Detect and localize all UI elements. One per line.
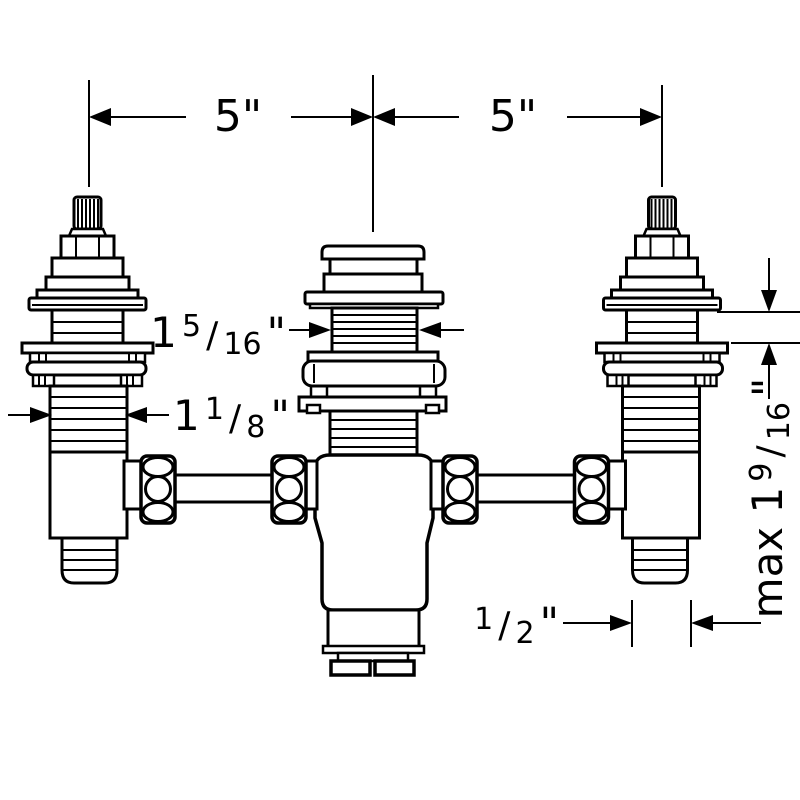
dim-max-thickness: max 1 9 / 16 " (717, 258, 800, 618)
dim-spout-shank: 1 5 / 16 " (150, 308, 464, 362)
dim-label-valve-shank: 1 1 / 8 " (173, 391, 290, 445)
bottom-plate-right (373, 659, 416, 677)
right-valve (572, 195, 730, 585)
arrowhead (610, 615, 632, 631)
arrowhead (373, 108, 395, 126)
dim-spread: 5" 5" (88, 75, 663, 232)
dim-label-spout-shank: 1 5 / 16 " (150, 308, 286, 362)
body-bottom-neck (336, 651, 410, 663)
body-lower-section (326, 608, 421, 650)
arrowhead (761, 290, 777, 312)
spout-step (322, 272, 424, 294)
center-spout-shank (270, 244, 479, 677)
arrowhead (89, 108, 111, 126)
right-supply-pipe (476, 473, 575, 504)
spout-top-cap (320, 244, 426, 261)
arrowhead (125, 407, 147, 423)
neck-threads (330, 419, 417, 448)
left-supply-pipe (175, 473, 272, 504)
spout-stem-threads (332, 314, 417, 344)
spout-legs (309, 386, 438, 397)
spout-neck (328, 257, 419, 276)
arrowhead (761, 343, 777, 365)
dim-label-spread-left: 5" (214, 91, 262, 142)
arrowhead (309, 322, 331, 338)
left-valve (20, 195, 177, 585)
body-threaded-neck (328, 409, 419, 457)
arrowhead (419, 322, 441, 338)
arrowhead (351, 108, 373, 126)
dim-valve-shank: 1 1 / 8 " (8, 391, 290, 445)
spout-collar (301, 359, 447, 388)
dim-label-max-thickness: max 1 9 / 16 " (743, 378, 797, 619)
arrowhead (691, 615, 713, 631)
mixer-body (313, 453, 435, 612)
arrowhead (30, 407, 52, 423)
bottom-plate-left (329, 659, 372, 677)
dim-label-outlet: 1 / 2 " (474, 598, 559, 651)
dim-label-spread-right: 5" (489, 91, 537, 142)
arrowhead (640, 108, 662, 126)
dim-outlet: 1 / 2 " (474, 598, 761, 651)
spout-flange (303, 290, 445, 306)
